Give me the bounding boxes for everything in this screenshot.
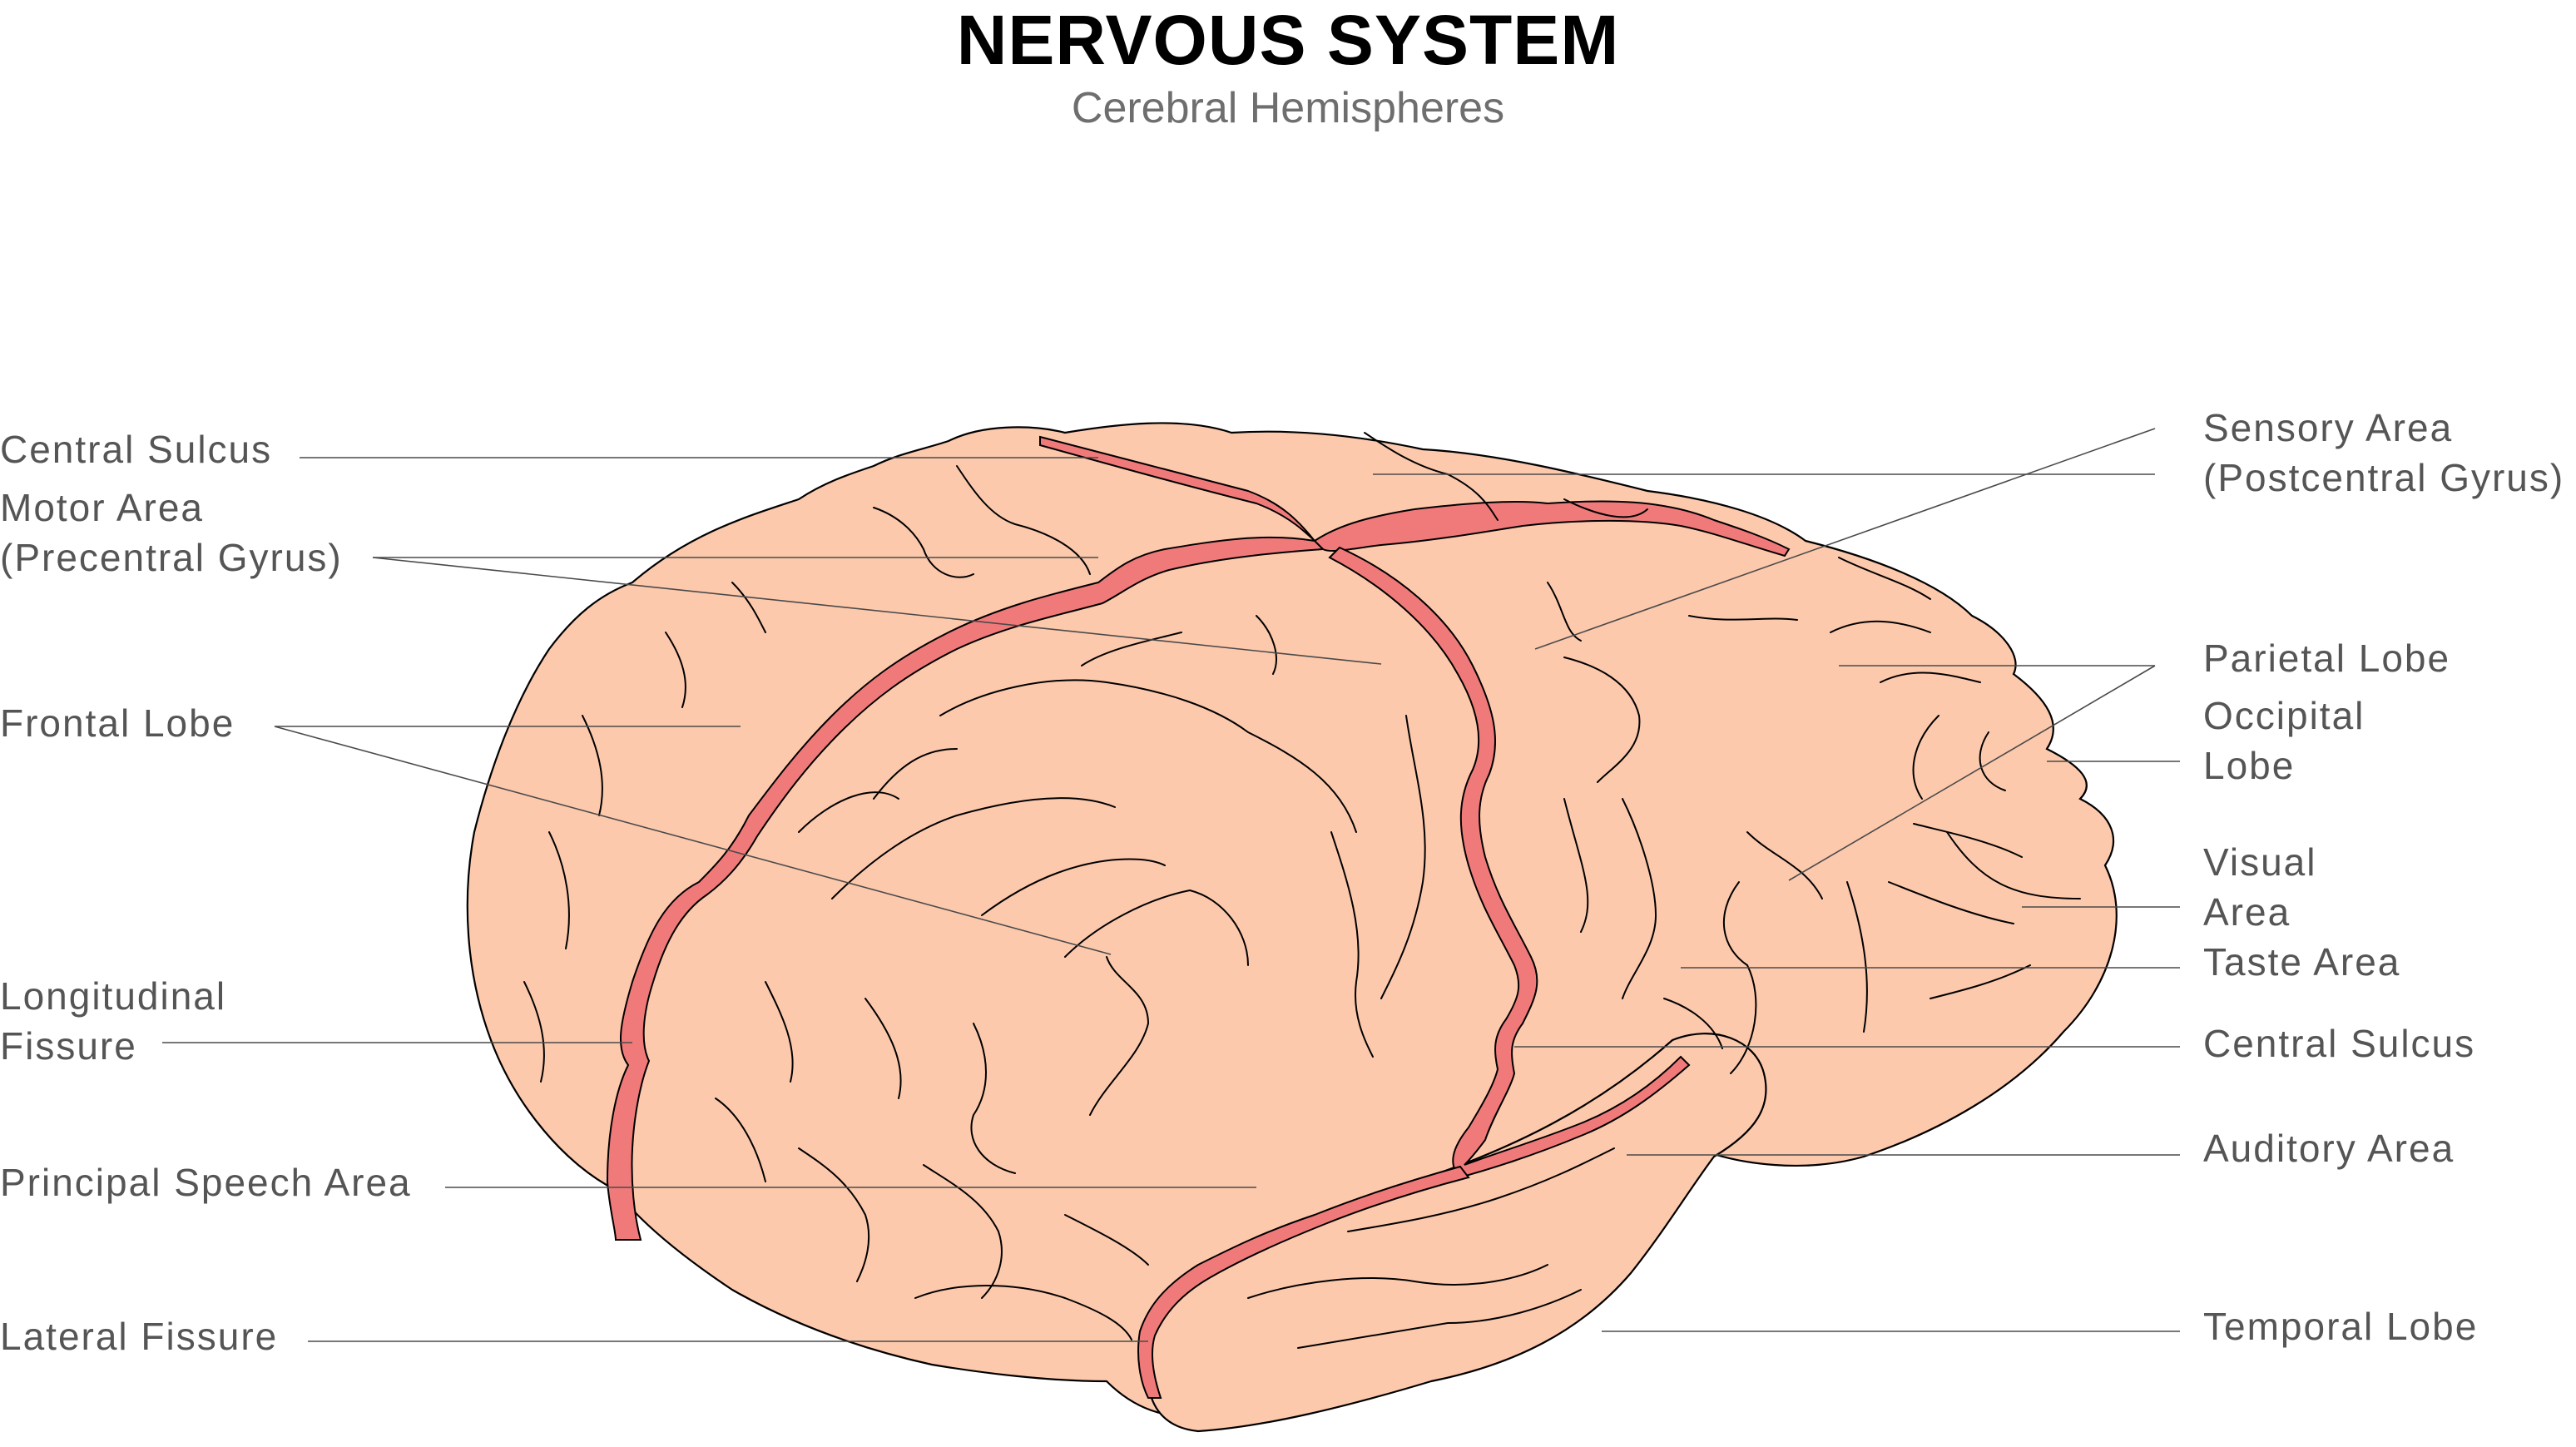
label-frontal-lobe: Frontal Lobe [0, 701, 235, 745]
label-central-sulcus-left: Central Sulcus [0, 428, 272, 471]
page-title: NERVOUS SYSTEM [956, 1, 1620, 79]
label-principal-speech-area: Principal Speech Area [0, 1161, 412, 1204]
label-longitudinal-fissure-line1: Longitudinal [0, 974, 226, 1018]
label-longitudinal-fissure-line2: Fissure [0, 1024, 137, 1068]
label-temporal-lobe: Temporal Lobe [2203, 1305, 2478, 1348]
label-central-sulcus-right: Central Sulcus [2203, 1022, 2475, 1065]
label-taste-area: Taste Area [2203, 940, 2400, 984]
brain-outline [466, 422, 2118, 1418]
label-parietal-lobe: Parietal Lobe [2203, 637, 2450, 680]
label-motor-area-line1: Motor Area [0, 486, 204, 529]
lateral-fissure-band [1137, 1165, 1470, 1399]
central-sulcus-descending-band [1328, 546, 1691, 1179]
label-lateral-fissure: Lateral Fissure [0, 1315, 278, 1358]
label-occipital-lobe-line2: Lobe [2203, 744, 2295, 787]
label-motor-area-line2: (Precentral Gyrus) [0, 536, 343, 579]
label-occipital-lobe-line1: Occipital [2203, 694, 2365, 737]
label-visual-area-line1: Visual [2203, 840, 2316, 884]
label-sensory-area-line1: Sensory Area [2203, 406, 2453, 449]
label-visual-area-line2: Area [2203, 890, 2291, 934]
page-subtitle: Cerebral Hemispheres [1071, 84, 1505, 132]
label-auditory-area: Auditory Area [2203, 1127, 2455, 1170]
longitudinal-fissure-band [606, 536, 1325, 1241]
leader-lines [162, 428, 2180, 1342]
label-sensory-area-line2: (Postcentral Gyrus) [2203, 456, 2564, 499]
